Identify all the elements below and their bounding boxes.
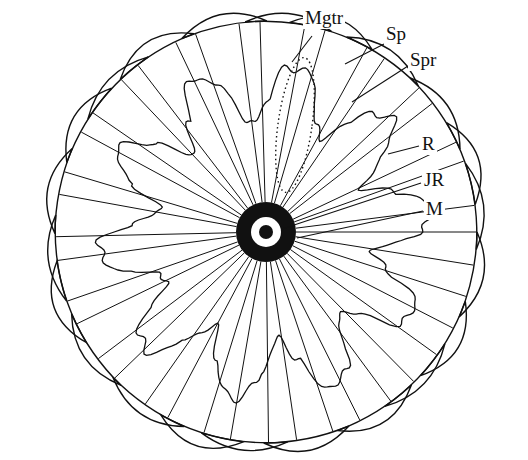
part-label: M [424, 199, 445, 220]
leader-line [297, 211, 423, 238]
scale [66, 88, 112, 162]
scale [338, 385, 412, 431]
center-ring [251, 217, 281, 247]
leader-line [352, 66, 408, 102]
scale [385, 344, 445, 407]
leader-line [282, 183, 421, 229]
leader-lines [282, 36, 423, 238]
scale [72, 314, 122, 385]
scale [88, 57, 148, 119]
scale [161, 415, 244, 448]
center-dot [259, 225, 273, 239]
scale [48, 215, 67, 301]
scale [120, 33, 194, 80]
part-label: Spr [408, 50, 438, 71]
part-label: Mgtr [303, 8, 345, 29]
scale [182, 13, 267, 38]
part-label: R [420, 134, 437, 155]
leader-line [345, 44, 384, 64]
scale [459, 232, 484, 317]
lobed-mesentery [95, 65, 438, 403]
center-disk [236, 202, 296, 262]
leader-line [388, 146, 419, 154]
scale [447, 123, 482, 205]
outer-scale-ring [47, 13, 485, 451]
radial-septa [56, 22, 476, 442]
scale [421, 301, 467, 375]
scale [47, 149, 72, 234]
scale [113, 377, 184, 426]
part-label: JR [422, 170, 446, 191]
scale [51, 261, 86, 343]
scale [264, 426, 349, 451]
part-label: Sp [384, 24, 408, 45]
leader-line [292, 36, 312, 62]
dotted-outline [269, 55, 322, 194]
